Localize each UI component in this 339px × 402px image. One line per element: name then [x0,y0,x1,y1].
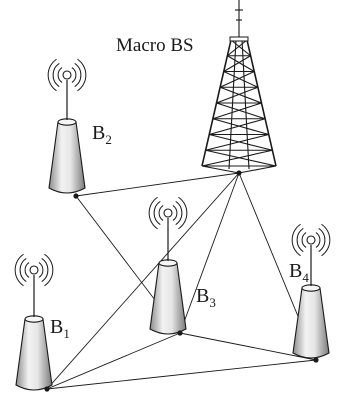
link-line-b3-b4 [179,332,317,361]
station-name: B [92,122,105,144]
svg-text:B1: B1 [50,316,70,341]
station-name: B [50,316,63,338]
svg-text:B4: B4 [289,260,309,285]
station-subscript: 2 [105,132,112,147]
station-name: B [196,285,209,307]
node-dot [177,330,183,336]
station-subscript: 1 [63,326,70,341]
station-subscript: 3 [209,295,216,310]
station-b3 [148,196,188,336]
link-lines [46,172,317,390]
svg-text:B3: B3 [196,285,216,310]
node-dot [313,357,319,363]
link-line-macro-b2 [75,172,240,197]
station-b1 [14,253,54,392]
station-name: B [289,260,302,282]
station-subscript: 4 [302,270,309,285]
tower-icon [201,0,277,176]
antenna-cone-icon [47,58,87,194]
antenna-cone-icon [148,196,188,335]
antenna-cone-icon [291,223,331,359]
station-label-b4: B4 [289,260,309,285]
station-label-b2: B2 [92,122,112,147]
macro-bs-label: Macro BS [116,35,194,56]
link-line-macro-b1 [46,172,240,390]
antenna-cone-icon [14,253,54,391]
node-dot [44,386,50,392]
link-line-b1-b4 [46,359,317,390]
station-label-b3: B3 [196,285,216,310]
link-line-macro-b3 [179,172,240,334]
station-b4 [291,223,331,363]
station-label-b1: B1 [50,316,70,341]
base-stations [14,58,331,392]
svg-text:B2: B2 [92,122,112,147]
station-b2 [47,58,87,199]
link-line-b3-b1 [46,332,181,390]
node-dot [73,193,79,199]
